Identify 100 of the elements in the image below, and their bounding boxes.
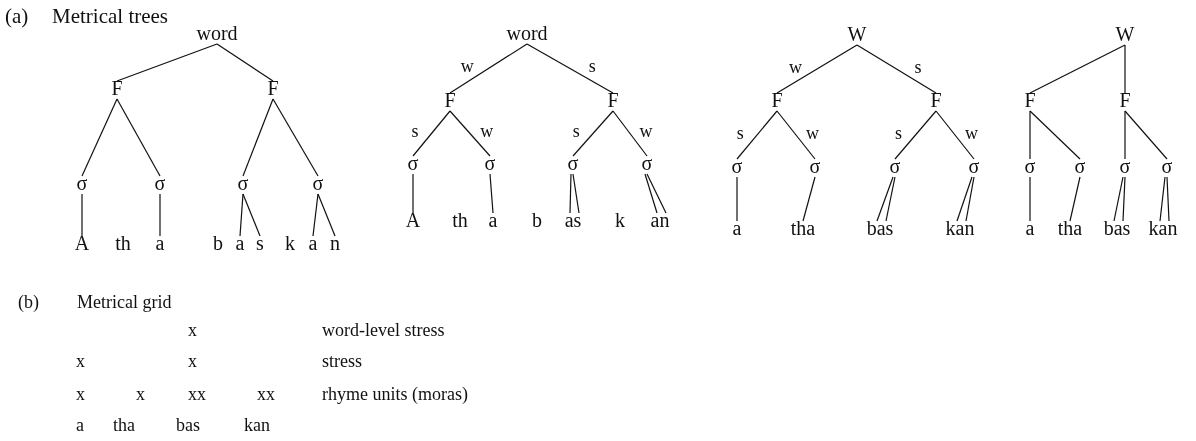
tree-branch — [856, 44, 937, 94]
tree-branch — [81, 98, 118, 177]
tree-node-label: F — [607, 90, 619, 110]
tree-node-label: tha — [1057, 218, 1083, 238]
section-heading: Metrical grid — [77, 293, 172, 311]
grid-text: x — [188, 352, 197, 370]
tree-branch — [1029, 44, 1126, 94]
grid-text: stress — [322, 352, 362, 370]
section-heading: (a) — [5, 5, 29, 27]
tree-node-label: th — [115, 233, 131, 253]
tree-branch — [116, 43, 218, 82]
tree-node-label: k — [615, 210, 625, 230]
tree-branch — [965, 176, 975, 222]
tree-branch — [876, 176, 894, 222]
tree-branch — [1159, 176, 1166, 222]
tree-branch — [489, 173, 494, 214]
tree-node-label: bas — [1103, 218, 1131, 238]
tree-node-label: F — [111, 78, 123, 98]
grid-text: rhyme units (moras) — [322, 385, 468, 403]
tree-node-label: σ — [889, 156, 901, 176]
tree-branch — [312, 193, 319, 237]
tree-branch — [317, 193, 336, 237]
tree-node-label: k — [285, 233, 295, 253]
tree-node-label: σ — [312, 173, 324, 193]
tree-node-label: a — [155, 233, 165, 253]
tree-branch — [116, 98, 161, 177]
tree-branch — [216, 43, 274, 82]
tree-branch — [81, 193, 83, 237]
tree-branch — [736, 110, 778, 160]
tree-branch — [1124, 110, 1168, 160]
grid-text: bas — [176, 416, 200, 434]
tree-branch — [1122, 176, 1126, 222]
tree-node-label: σ — [407, 153, 419, 173]
tree-branch — [572, 110, 614, 157]
tree-branch — [1029, 110, 1031, 160]
tree-node-label: W — [847, 24, 867, 44]
grid-text: a — [76, 416, 84, 434]
grid-text: xx — [257, 385, 275, 403]
grid-text: x — [76, 352, 85, 370]
tree-node-label: F — [444, 90, 456, 110]
tree-node-label: word — [506, 23, 548, 43]
tree-node-label: as — [564, 210, 582, 230]
grid-text: x — [188, 321, 197, 339]
tree-node-label: a — [1025, 218, 1035, 238]
tree-node-label: σ — [1074, 156, 1086, 176]
tree-branch — [885, 176, 896, 222]
tree-branch — [412, 173, 414, 214]
grid-text: kan — [244, 416, 270, 434]
tree-node-label: F — [1119, 90, 1131, 110]
tree-node-label: b — [213, 233, 223, 253]
tree-node-label: a — [488, 210, 498, 230]
section-heading: (b) — [18, 293, 39, 311]
grid-text: tha — [113, 416, 135, 434]
tree-branch — [776, 110, 816, 160]
tree-node-label: F — [1024, 90, 1036, 110]
tree-branch — [802, 176, 816, 222]
tree-node-label: σ — [641, 153, 653, 173]
tree-node-label: F — [267, 78, 279, 98]
tree-branch — [272, 98, 319, 177]
tree-node-label: word — [196, 23, 238, 43]
tree-node-label: σ — [567, 153, 579, 173]
tree-branch — [526, 43, 614, 94]
tree-node-label: th — [452, 210, 468, 230]
tree-branch — [956, 176, 973, 222]
grid-text: x — [76, 385, 85, 403]
grid-text: word-level stress — [322, 321, 445, 339]
tree-node-label: a — [308, 233, 318, 253]
tree-node-label: an — [650, 210, 670, 230]
tree-node-label: A — [74, 233, 90, 253]
section-heading: Metrical trees — [52, 5, 169, 27]
tree-node-label: σ — [1161, 156, 1173, 176]
tree-branch — [1124, 110, 1126, 160]
tree-branch — [1029, 110, 1081, 160]
tree-branch — [1124, 44, 1126, 94]
tree-node-label: F — [771, 90, 783, 110]
tree-branch — [572, 173, 580, 214]
tree-branch — [736, 176, 738, 222]
tree-node-label: A — [405, 210, 421, 230]
tree-branch — [569, 173, 572, 214]
tree-node-label: W — [1115, 24, 1135, 44]
tree-branch — [612, 110, 648, 157]
tree-branch — [449, 43, 528, 94]
tree-node-label: σ — [484, 153, 496, 173]
tree-branch — [1166, 176, 1170, 222]
tree-node-label: kan — [1148, 218, 1178, 238]
tree-branch — [412, 110, 451, 157]
tree-branch — [159, 193, 161, 237]
tree-node-label: a — [235, 233, 245, 253]
tree-branch — [1069, 176, 1081, 222]
tree-node-label: σ — [968, 156, 980, 176]
tree-branch — [242, 98, 274, 177]
tree-node-label: σ — [154, 173, 166, 193]
tree-node-label: σ — [237, 173, 249, 193]
tree-branch — [935, 110, 975, 160]
tree-node-label: n — [330, 233, 340, 253]
tree-branch — [1029, 176, 1031, 222]
tree-node-label: kan — [945, 218, 975, 238]
grid-text: xx — [188, 385, 206, 403]
tree-branch — [776, 44, 858, 94]
tree-node-label: σ — [731, 156, 743, 176]
